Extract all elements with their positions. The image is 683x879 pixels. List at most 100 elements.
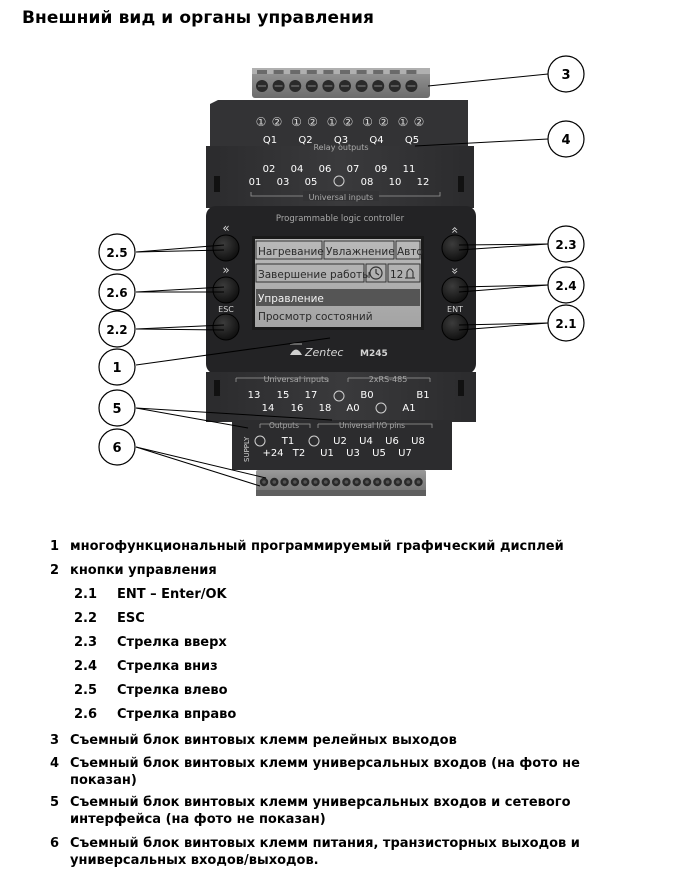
relay-terminal-block (252, 68, 430, 98)
svg-text:2.3: 2.3 (555, 238, 576, 252)
right-button[interactable] (212, 276, 240, 304)
legend-number: 2 (50, 563, 60, 578)
ground-icon (254, 435, 266, 447)
arrow-down-icon: » (448, 267, 462, 274)
legend-text: Стрелка влево (117, 683, 228, 698)
io-section (232, 420, 452, 470)
relay-section (210, 100, 468, 154)
legend-text: Съемный блок винтовых клемм питания, тра… (70, 836, 580, 868)
bottom-terminal-block (256, 470, 426, 496)
legend-text: кнопки управления (70, 563, 217, 578)
ui-top-caption: Universal inputs (309, 193, 374, 202)
legend-item: 6 Съемный блок винтовых клемм питания, тр… (50, 835, 600, 869)
legend-number: 3 (50, 733, 60, 748)
ui-input-label: 04 (291, 164, 304, 175)
ui-input-label: 10 (389, 177, 402, 188)
left-button[interactable] (212, 234, 240, 262)
relay-label-q5: Q5 (405, 135, 419, 146)
legend-text: Стрелка вправо (117, 707, 237, 722)
io-label: U2 (333, 436, 347, 447)
legend-number: 4 (50, 756, 60, 771)
callout-2-4: 2.4 (547, 266, 585, 304)
ui-input-label: 16 (291, 403, 304, 414)
callout-6: 6 (98, 428, 136, 466)
legend-number: 2.4 (74, 659, 98, 674)
down-button[interactable] (441, 276, 469, 304)
rs485-label: B1 (416, 390, 429, 401)
outputs-caption: Outputs (269, 421, 299, 430)
arrow-right-icon: » (222, 263, 229, 277)
relay-pin-label: ② (414, 115, 425, 129)
callout-2-6: 2.6 (98, 273, 136, 311)
ent-label: ENT (447, 305, 463, 314)
lcd-tab-humidify: Увлажнение (326, 246, 395, 258)
arrow-up-icon: « (448, 226, 462, 233)
model-label: M245 (360, 349, 388, 359)
svg-text:6: 6 (112, 441, 121, 456)
relay-pin-label: ① (327, 115, 338, 129)
relay-pin-label: ① (256, 115, 267, 129)
bell-icon (405, 268, 415, 279)
legend-number: 2.1 (74, 587, 98, 602)
relay-pin-label: ① (362, 115, 373, 129)
callout-2-5: 2.5 (98, 233, 136, 271)
ui-input-label: 06 (319, 164, 332, 175)
esc-button[interactable] (212, 313, 240, 341)
callout-2-2: 2.2 (98, 310, 136, 348)
clock-icon (369, 266, 383, 280)
rs485-label: A1 (402, 403, 415, 414)
legend-number: 2.6 (74, 707, 98, 722)
ground-icon (333, 390, 345, 402)
legend-number: 6 (50, 836, 60, 851)
ground-icon (333, 175, 345, 187)
relay-pin-label: ② (343, 115, 354, 129)
relay-pin-label: ② (307, 115, 318, 129)
ent-button[interactable] (441, 313, 469, 341)
relay-pin-label: ② (272, 115, 283, 129)
esc-label: ESC (218, 305, 234, 314)
legend-number: 1 (50, 539, 60, 554)
lcd-tab-heating: Нагревание (258, 246, 324, 258)
ui-input-label: 03 (277, 177, 290, 188)
legend-text: ESC (117, 611, 145, 626)
ui-top-caption-line: Universal inputs (250, 191, 441, 202)
svg-text:4: 4 (561, 133, 570, 148)
rs485-label: A0 (346, 403, 359, 414)
ground-icon (375, 402, 387, 414)
plc-caption: Programmable logic controller (276, 214, 405, 224)
supply-label: SUPPLY (243, 436, 251, 462)
ui-input-label: 14 (262, 403, 275, 414)
arrow-left-icon: « (222, 221, 229, 235)
legend-number: 5 (50, 795, 60, 810)
svg-text:5: 5 (112, 402, 121, 417)
relay-caption: Relay outputs (313, 143, 368, 152)
relay-label-q4: Q4 (369, 135, 383, 146)
relay-label-q1: Q1 (263, 135, 277, 146)
lcd-tab-auto: Авто (397, 246, 423, 258)
lcd-number: 12 (390, 269, 403, 281)
rs485-label: B0 (360, 390, 373, 401)
legend-number: 2.3 (74, 635, 98, 650)
up-button[interactable] (441, 234, 469, 262)
ui-input-label: 05 (305, 177, 318, 188)
bottom-ui-caption: Universal inputs (264, 375, 329, 384)
lcd-display: Нагревание Увлажнение Авто Завершение ра… (252, 236, 424, 330)
svg-text:2.6: 2.6 (106, 286, 127, 300)
callout-4: 4 (547, 120, 585, 158)
relay-label-q3: Q3 (334, 135, 348, 146)
svg-text:2.1: 2.1 (555, 317, 576, 331)
ui-input-label: 18 (319, 403, 332, 414)
output-label: +24 (262, 448, 283, 459)
io-label: U3 (346, 448, 360, 459)
output-label: T1 (281, 436, 294, 447)
io-label: U6 (385, 436, 399, 447)
legend-item: 2 кнопки управления (50, 562, 600, 579)
svg-text:2.5: 2.5 (106, 246, 127, 260)
